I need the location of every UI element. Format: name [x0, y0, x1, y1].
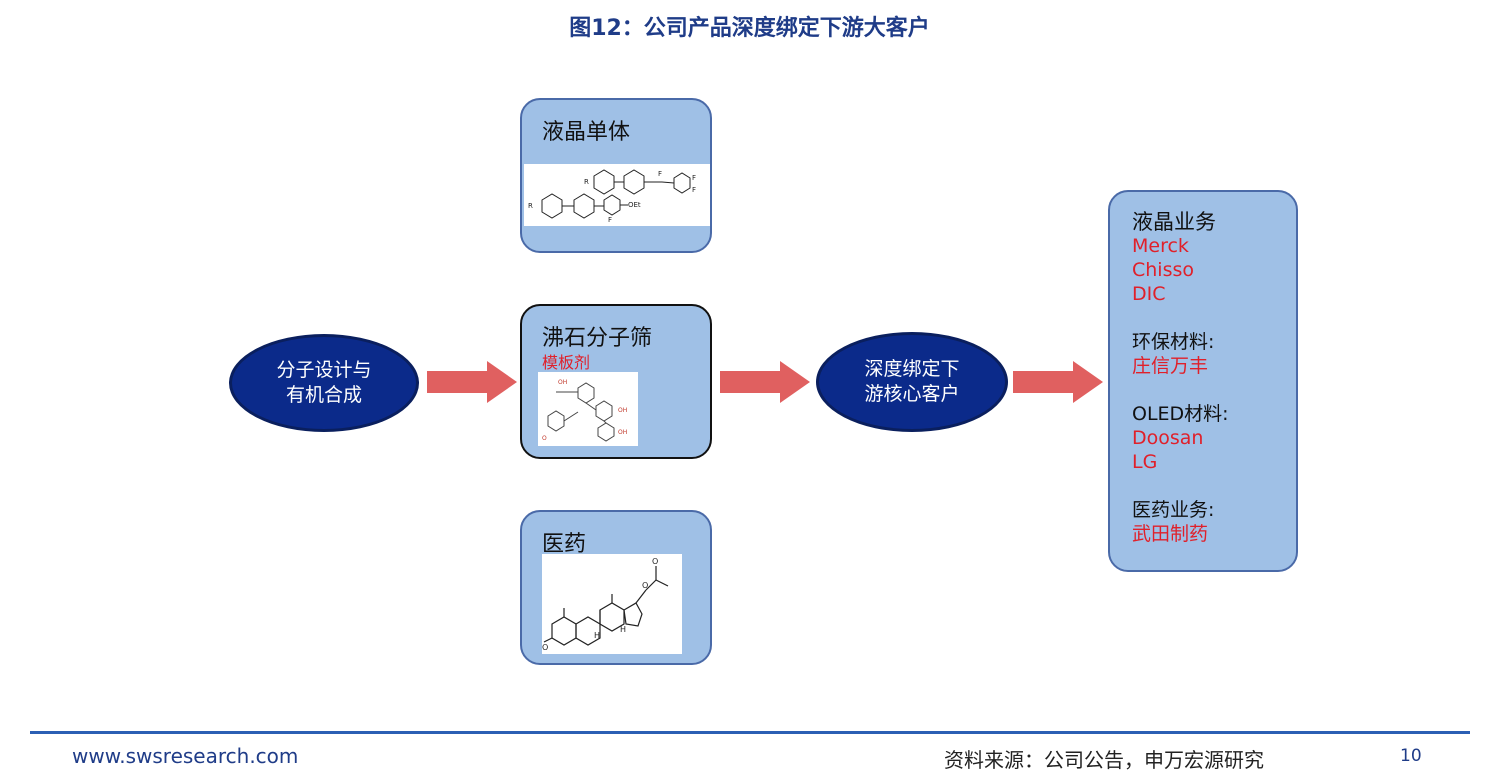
customer-name: LG: [1132, 451, 1158, 473]
lc-business-heading: 液晶业务: [1132, 210, 1216, 234]
middle-node: 深度绑定下 游核心客户: [816, 332, 1008, 432]
svg-text:O: O: [542, 643, 548, 652]
zeolite-label: 沸石分子筛: [542, 326, 653, 351]
svg-text:O: O: [642, 581, 648, 590]
middle-node-line1: 深度绑定下: [864, 358, 960, 380]
customer-box: 液晶业务 Merck Chisso DIC 环保材料: 庄信万丰 OLED材料:…: [1108, 190, 1298, 572]
svg-text:OEt: OEt: [628, 201, 641, 209]
arrow-right-icon: [427, 361, 517, 403]
start-node-line2: 有机合成: [285, 384, 362, 406]
pharma-label: 医药: [542, 532, 587, 557]
pharma-steroid-structure-image: O O O H H: [542, 554, 682, 654]
svg-text:H: H: [594, 631, 600, 640]
footer-divider: [30, 731, 1470, 734]
customer-name: Doosan: [1132, 427, 1204, 449]
arrow-right-icon: [720, 361, 810, 403]
svg-text:O: O: [652, 557, 658, 566]
svg-text:F: F: [692, 186, 696, 194]
customer-name: DIC: [1132, 283, 1166, 305]
svg-text:OH: OH: [558, 379, 567, 386]
zeolite-sublabel: 模板剂: [542, 353, 591, 372]
svg-text:OH: OH: [618, 407, 627, 414]
oled-materials-heading: OLED材料:: [1132, 403, 1229, 425]
page-title: 图12：公司产品深度绑定下游大客户: [569, 16, 930, 41]
zeolite-box: 沸石分子筛 模板剂 OH OH OH O: [520, 304, 712, 459]
svg-text:R: R: [528, 202, 533, 210]
svg-text:H: H: [620, 625, 626, 634]
svg-text:OH: OH: [618, 429, 627, 436]
pharma-business-heading: 医药业务:: [1132, 499, 1215, 521]
pharma-box: 医药 O O O H H: [520, 510, 712, 665]
footer-website-link[interactable]: www.swsresearch.com: [72, 744, 299, 768]
middle-node-line2: 游核心客户: [864, 383, 960, 405]
svg-text:R: R: [584, 178, 589, 186]
svg-text:F: F: [608, 216, 612, 224]
lc-monomer-structure-image: R R OEt F F F F: [524, 164, 710, 226]
footer-source: 资料来源：公司公告，申万宏源研究: [944, 748, 1264, 772]
page-number: 10: [1400, 746, 1422, 766]
start-node: 分子设计与 有机合成: [229, 334, 419, 432]
lc-monomer-label: 液晶单体: [542, 120, 631, 145]
customer-name: 武田制药: [1132, 523, 1209, 545]
env-materials-heading: 环保材料:: [1132, 331, 1215, 353]
customer-name: Merck: [1132, 235, 1189, 257]
svg-text:F: F: [692, 174, 696, 182]
lc-monomer-box: 液晶单体 R R OEt F F F F: [520, 98, 712, 253]
svg-text:F: F: [658, 170, 662, 178]
arrow-right-icon: [1013, 361, 1103, 403]
start-node-line1: 分子设计与: [276, 359, 372, 381]
customer-name: 庄信万丰: [1132, 355, 1209, 377]
customer-name: Chisso: [1132, 259, 1195, 281]
zeolite-template-structure-image: OH OH OH O: [538, 372, 638, 446]
svg-text:O: O: [542, 435, 547, 442]
